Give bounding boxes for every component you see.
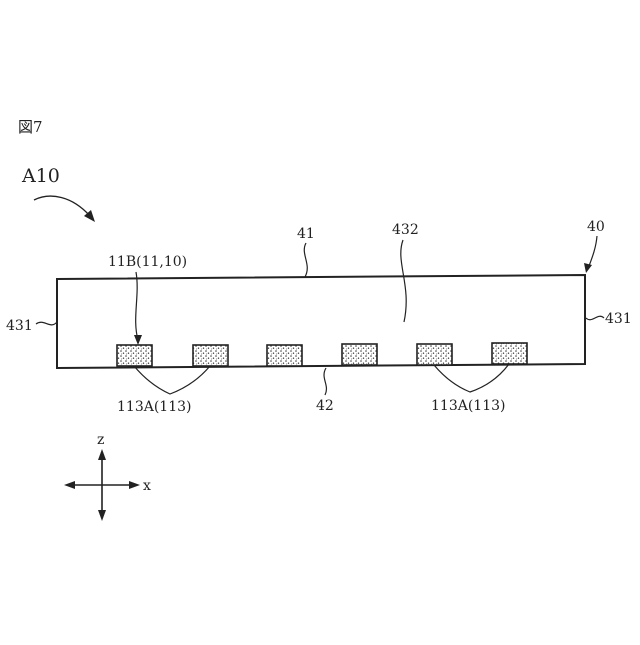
top-face-label: 41 <box>297 226 315 242</box>
pad-4 <box>342 344 377 365</box>
pad-3 <box>267 345 302 366</box>
side-right-label: 431 <box>605 311 632 327</box>
group-left-label: 113A(113) <box>117 399 191 415</box>
group-right-bracket <box>434 364 509 392</box>
body-label: 40 <box>587 219 605 235</box>
x-axis-label: x <box>143 478 151 494</box>
x-axis-arrow-right <box>129 481 140 489</box>
bottom-face-leader <box>324 368 326 395</box>
side-left-label: 431 <box>6 318 33 334</box>
pad-1 <box>117 345 152 366</box>
x-axis-arrow-left <box>64 481 75 489</box>
body-leader <box>589 236 597 266</box>
element-arrow-head <box>134 335 142 345</box>
z-axis-arrow-up <box>98 449 106 460</box>
side-right-leader <box>586 316 604 319</box>
element-label: 11B(11,10) <box>108 254 187 270</box>
bottom-face-label: 42 <box>316 398 334 414</box>
side-left-leader <box>36 322 57 325</box>
pad-5 <box>417 344 452 365</box>
z-axis-label: z <box>97 432 104 448</box>
axis-cross: z x <box>64 432 151 521</box>
body-arrow-head <box>584 263 592 273</box>
element-leader <box>136 272 138 340</box>
assembly-arrow-curve <box>34 196 90 216</box>
interior-leader <box>401 240 406 322</box>
top-face-leader <box>304 243 307 277</box>
group-right-label: 113A(113) <box>431 398 505 414</box>
pad-6 <box>492 343 527 364</box>
assembly-label: A10 <box>21 165 60 187</box>
group-left-bracket <box>134 366 210 394</box>
z-axis-arrow-down <box>98 510 106 521</box>
pad-2 <box>193 345 228 366</box>
interior-label: 432 <box>392 222 419 238</box>
figure-title: 図7 <box>18 118 43 136</box>
